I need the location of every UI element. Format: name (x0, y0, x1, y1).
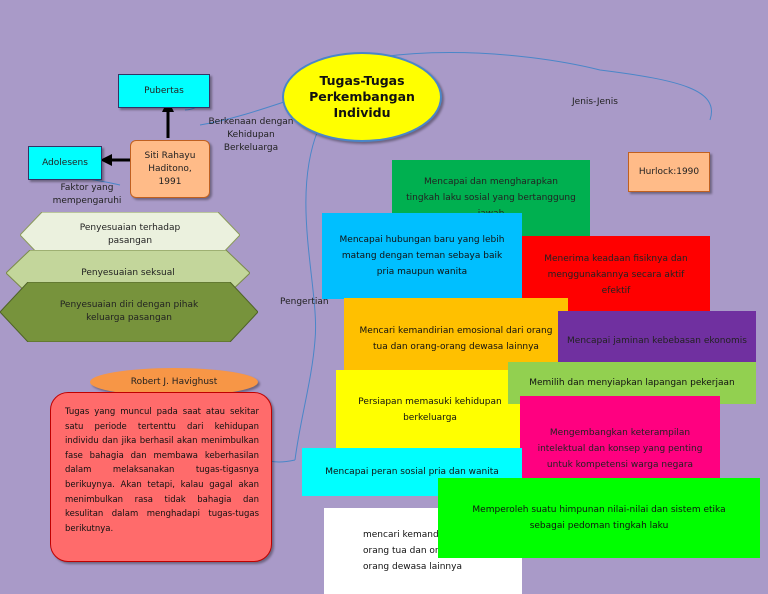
hexagon-penyesuaian-pasangan[interactable]: Penyesuaian terhadap pasangan (20, 212, 240, 258)
central-title: Tugas-Tugas Perkembangan Individu (309, 73, 415, 120)
hurlock-box[interactable]: Hurlock:1990 (628, 152, 710, 192)
havighurst-label: Robert J. Havighust (130, 376, 218, 387)
source-box[interactable]: Siti Rahayu Haditono, 1991 (130, 140, 210, 198)
task-label: Memperoleh suatu himpunan nilai-nilai da… (472, 505, 726, 531)
task-label: Mencari kemandirian emosional dari orang… (359, 326, 553, 352)
definition-box[interactable]: Tugas yang muncul pada saat atau sekitar… (50, 392, 272, 562)
pubertas-label: Pubertas (144, 85, 184, 96)
task-label: Memilih dan menyiapkan lapangan pekerjaa… (529, 378, 735, 388)
task-box-bright-green[interactable]: Memperoleh suatu himpunan nilai-nilai da… (438, 478, 760, 558)
berkenaan-label: Berkenaan dengan Kehidupan Berkeluarga (208, 117, 294, 153)
source-label: Siti Rahayu Haditono, 1991 (144, 150, 196, 187)
task-box-yellow[interactable]: Persiapan memasuki kehidupan berkeluarga (336, 370, 524, 450)
faktor-label: Faktor yang mempengaruhi (52, 183, 122, 206)
pubertas-box[interactable]: Pubertas (118, 74, 210, 108)
adolesens-box[interactable]: Adolesens (28, 146, 102, 180)
task-label: Menerima keadaan fisiknya dan menggunaka… (544, 254, 688, 296)
task-label: Persiapan memasuki kehidupan berkeluarga (358, 397, 502, 423)
task-box-cyan-1[interactable]: Mencapai hubungan baru yang lebih matang… (322, 213, 522, 299)
task-label: Mencapai peran sosial pria dan wanita (325, 467, 499, 477)
hexagon-label: Penyesuaian terhadap pasangan (79, 223, 181, 246)
task-label: Mengembangkan keterampilan intelektual d… (537, 428, 703, 470)
hurlock-label: Hurlock:1990 (638, 166, 700, 177)
task-label: mencari kemandirian orang tua dan orang-… (363, 530, 462, 572)
task-label: Mencapai hubungan baru yang lebih matang… (339, 235, 505, 277)
pengertian-label: Pengertian (280, 297, 329, 307)
havighurst-oval[interactable]: Robert J. Havighust (90, 368, 258, 396)
hexagon-label: Penyesuaian seksual (81, 267, 175, 278)
hexagon-penyesuaian-keluarga[interactable]: Penyesuaian diri dengan pihak keluarga p… (0, 282, 258, 342)
task-label: Mencapai jaminan kebebasan ekonomis (567, 336, 747, 346)
adolesens-label: Adolesens (42, 157, 88, 168)
central-title-ellipse[interactable]: Tugas-Tugas Perkembangan Individu (282, 52, 442, 142)
task-box-purple[interactable]: Mencapai jaminan kebebasan ekonomis (558, 311, 756, 371)
jenis-label: Jenis-Jenis (572, 97, 618, 107)
hexagon-label: Penyesuaian diri dengan pihak keluarga p… (59, 300, 199, 323)
definition-text: Tugas yang muncul pada saat atau sekitar… (65, 407, 259, 534)
